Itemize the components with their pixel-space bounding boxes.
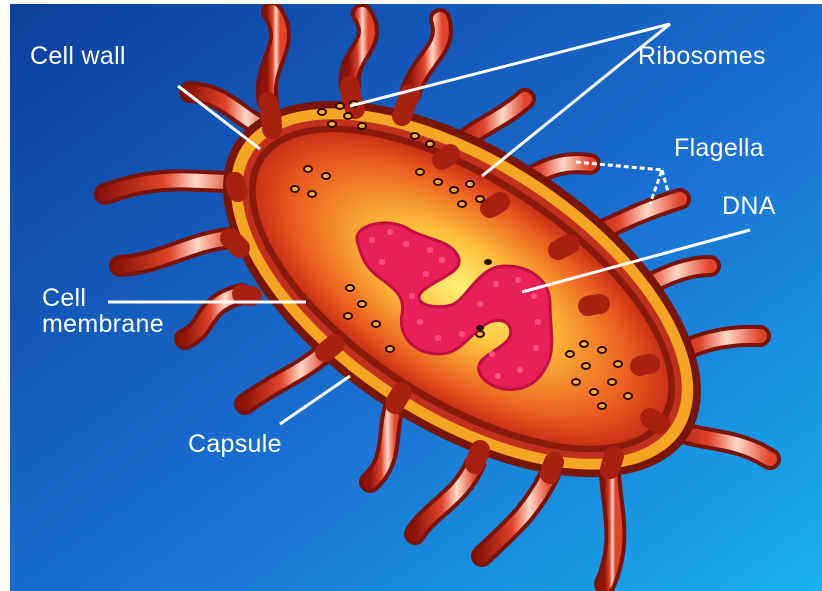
diagram-canvas: Cell wall Ribosomes Flagella DNA Cell me… — [10, 4, 822, 591]
label-cell-wall: Cell wall — [30, 42, 126, 70]
label-ribosomes: Ribosomes — [638, 42, 766, 70]
label-capsule: Capsule — [188, 430, 282, 458]
label-cell-membrane-line1: Cell — [42, 284, 86, 312]
bacterium-diagram: Cell wall Ribosomes Flagella DNA Cell me… — [10, 4, 822, 591]
label-flagella: Flagella — [674, 134, 764, 162]
label-dna: DNA — [722, 192, 776, 220]
label-cell-membrane-line2: membrane — [42, 310, 164, 338]
